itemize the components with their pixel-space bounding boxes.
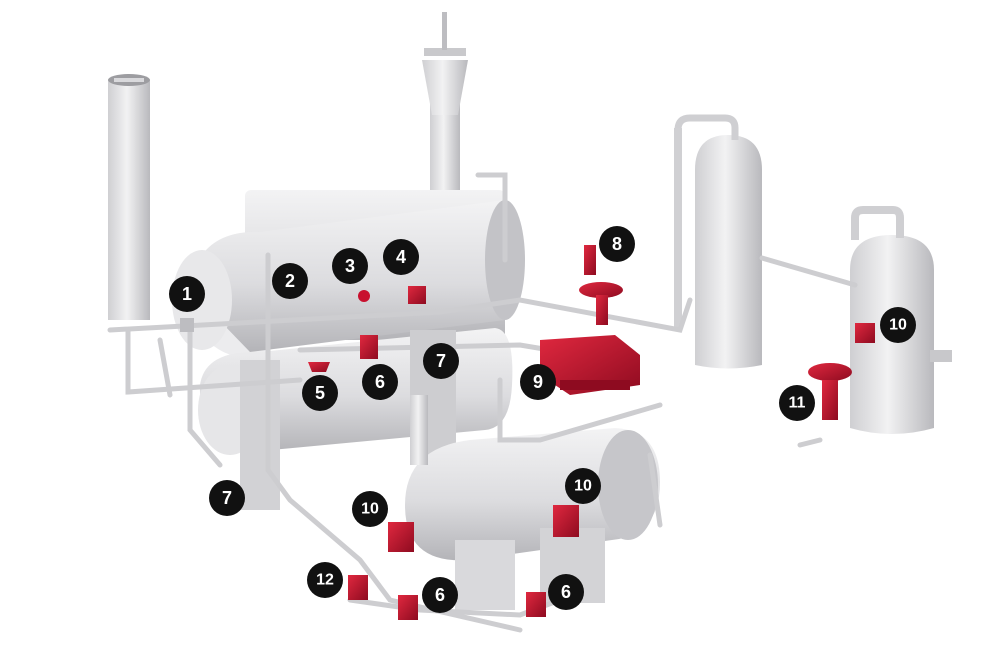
callout-marker: 12 bbox=[307, 562, 343, 598]
svg-text:12: 12 bbox=[316, 572, 334, 589]
svg-text:9: 9 bbox=[533, 372, 543, 392]
callout-markers: 1 2 3 4 5 6 7 8 9 10 11 7 10 10 12 6 6 bbox=[169, 226, 916, 613]
callout-marker: 5 bbox=[302, 375, 338, 411]
callout-marker: 6 bbox=[362, 364, 398, 400]
callout-marker: 1 bbox=[169, 276, 205, 312]
callout-marker: 10 bbox=[565, 468, 601, 504]
svg-text:4: 4 bbox=[396, 247, 406, 267]
tall-column bbox=[674, 114, 762, 369]
callout-marker: 8 bbox=[599, 226, 635, 262]
svg-text:10: 10 bbox=[889, 317, 907, 334]
svg-text:10: 10 bbox=[574, 478, 592, 495]
callout-marker: 10 bbox=[352, 491, 388, 527]
callout-marker: 6 bbox=[422, 577, 458, 613]
piping bbox=[107, 172, 858, 633]
center-stack bbox=[422, 12, 468, 220]
valves-instruments bbox=[180, 245, 875, 620]
svg-text:6: 6 bbox=[375, 372, 385, 392]
svg-text:11: 11 bbox=[789, 395, 806, 412]
callout-marker: 6 bbox=[548, 574, 584, 610]
svg-text:2: 2 bbox=[285, 271, 295, 291]
svg-text:7: 7 bbox=[436, 351, 446, 371]
callout-marker: 9 bbox=[520, 364, 556, 400]
callout-marker: 4 bbox=[383, 239, 419, 275]
callout-marker: 7 bbox=[209, 480, 245, 516]
svg-text:1: 1 bbox=[182, 284, 192, 304]
callout-marker: 2 bbox=[272, 263, 308, 299]
callout-marker: 11 bbox=[779, 385, 815, 421]
svg-text:10: 10 bbox=[361, 501, 379, 518]
svg-text:3: 3 bbox=[345, 256, 355, 276]
svg-text:5: 5 bbox=[315, 383, 325, 403]
svg-text:8: 8 bbox=[612, 234, 622, 254]
svg-text:6: 6 bbox=[435, 585, 445, 605]
svg-text:6: 6 bbox=[561, 582, 571, 602]
svg-text:7: 7 bbox=[222, 488, 232, 508]
callout-marker: 3 bbox=[332, 248, 368, 284]
callout-marker: 7 bbox=[423, 343, 459, 379]
callout-marker: 10 bbox=[880, 307, 916, 343]
bottom-horizontal-tank bbox=[405, 395, 660, 610]
left-stack bbox=[108, 74, 150, 320]
